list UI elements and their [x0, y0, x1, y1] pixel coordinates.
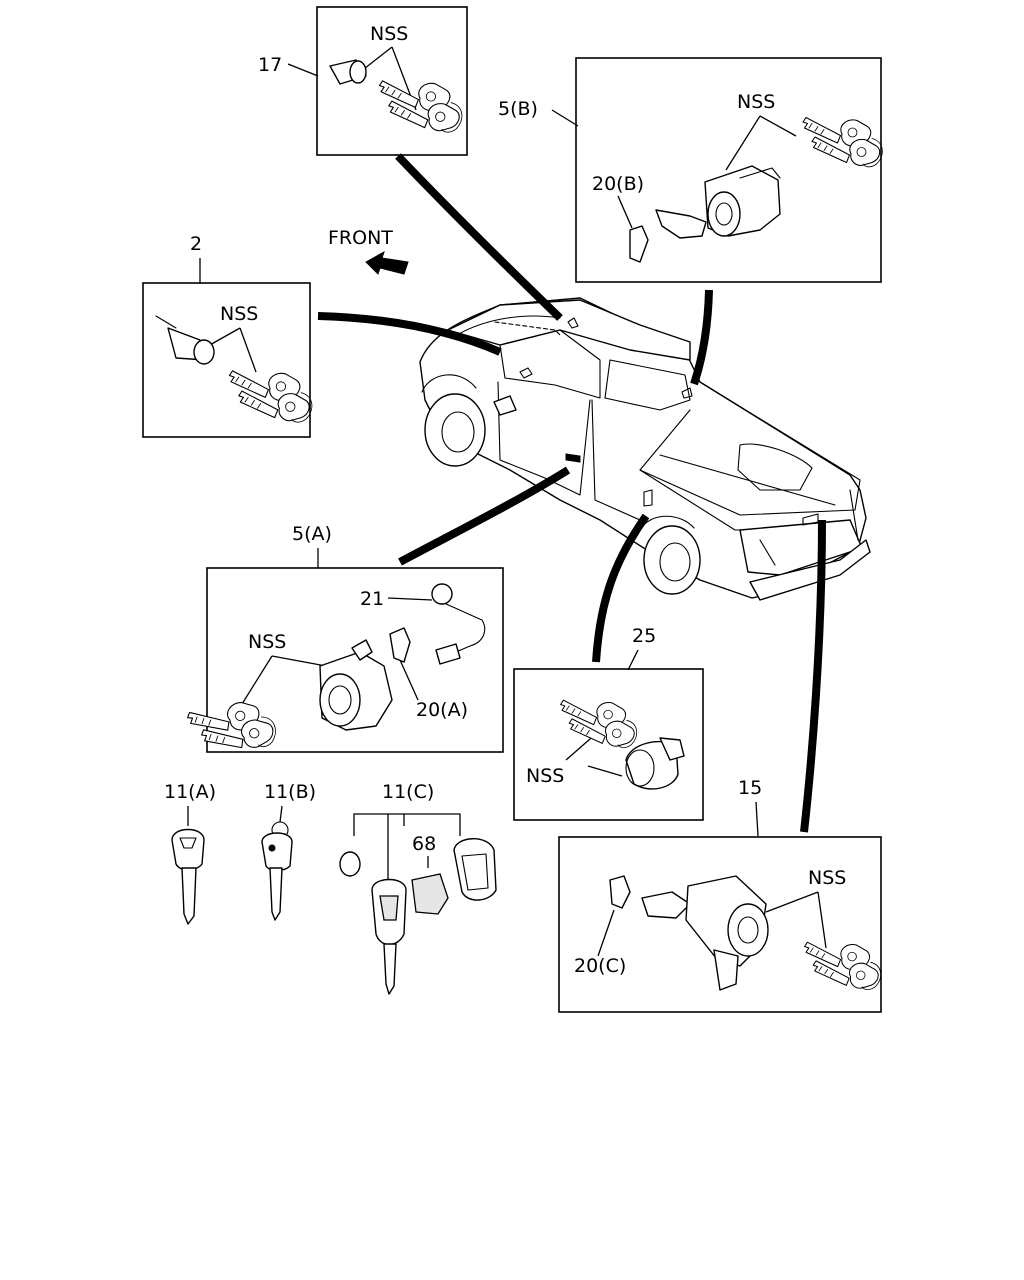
tailgate-lock-icon	[641, 875, 769, 991]
wire-switch-21-icon	[431, 583, 486, 665]
callout-15-number: 15	[738, 777, 762, 799]
callout-11b-label: 11(B)	[264, 781, 316, 803]
callout-2-nss: NSS	[220, 303, 258, 325]
callout-15-nss: NSS	[808, 867, 846, 889]
keys-15-icon	[805, 942, 881, 989]
connector-lines	[317, 153, 826, 833]
fuel-lid-lock-icon	[625, 737, 685, 790]
clip-20c-icon	[609, 875, 631, 909]
callout-5a-box: 5(A) 21 NSS 20(A)	[186, 523, 504, 763]
key-11c-battery-icon	[339, 851, 361, 877]
callout-11c-label: 11(C)	[382, 781, 434, 803]
callout-5a-nss: NSS	[248, 631, 286, 653]
callout-2-number: 2	[190, 233, 202, 255]
callout-20b-label: 20(B)	[592, 173, 644, 195]
keys-25-icon	[561, 700, 637, 747]
key-11a-icon	[171, 828, 205, 925]
key-11b-icon	[261, 821, 293, 921]
door-lock-5b-icon	[655, 165, 781, 239]
callout-20c-label: 20(C)	[574, 955, 626, 977]
callout-25-nss: NSS	[526, 765, 564, 787]
callout-21-label: 21	[360, 588, 384, 610]
callout-5a-number: 5(A)	[292, 523, 332, 545]
ignition-cylinder-icon	[155, 315, 215, 365]
glovebox-lock-cylinder-icon	[329, 59, 367, 85]
callout-20a-label: 20(A)	[416, 699, 468, 721]
front-direction-indicator: FRONT	[328, 227, 409, 275]
callout-5b-box: 5(B) NSS 20(B)	[498, 57, 882, 283]
key-11c-remote-icon	[371, 878, 407, 995]
callout-5b-nss: NSS	[737, 91, 775, 113]
keys-11-group: 11(A) 11(B) 11(C) 68	[164, 781, 497, 995]
front-label: FRONT	[328, 227, 393, 249]
callout-17-box: 17 NSS	[258, 6, 468, 156]
key-11c-case-icon	[453, 838, 497, 901]
keys-17-icon	[379, 81, 461, 132]
door-lock-5a-icon	[319, 639, 393, 731]
clip-20b-icon	[629, 225, 649, 263]
callout-2-box: 2 NSS	[142, 233, 312, 438]
keys-5b-icon	[803, 118, 882, 167]
callout-68-label: 68	[412, 833, 436, 855]
pickup-truck-illustration	[419, 297, 871, 601]
callout-25-number: 25	[632, 625, 656, 647]
callout-17-nss: NSS	[370, 23, 408, 45]
callout-25-box: 25 NSS	[513, 625, 704, 821]
callout-15-box: 15 NSS 20(C)	[558, 777, 882, 1013]
callout-11a-label: 11(A)	[164, 781, 216, 803]
front-arrow-icon	[365, 250, 409, 275]
key-11c-pad-68-icon	[411, 873, 449, 915]
keys-2-icon	[229, 371, 311, 422]
callout-5b-number: 5(B)	[498, 98, 538, 120]
clip-20a-icon	[389, 627, 411, 663]
callout-17-number: 17	[258, 54, 282, 76]
